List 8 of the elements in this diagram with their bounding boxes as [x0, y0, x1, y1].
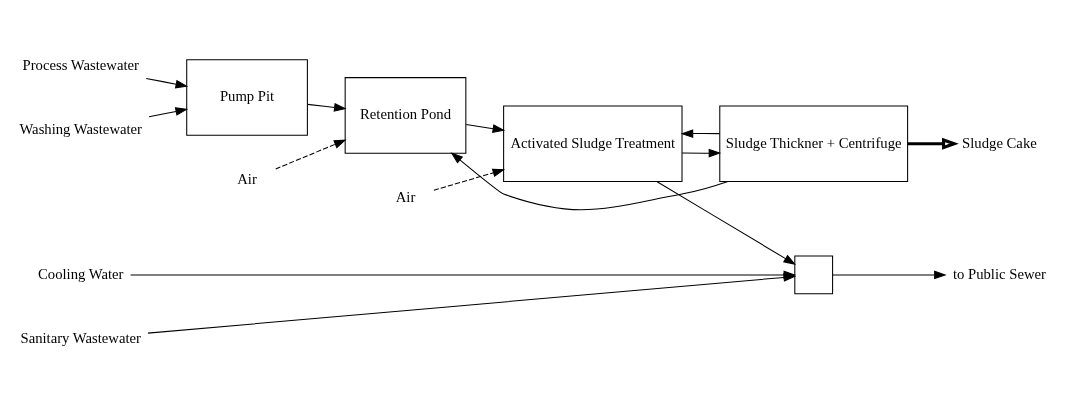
node-text: Air: [395, 189, 416, 206]
node-text: to Public Sewer: [952, 265, 1046, 282]
node-text: Process Wastewater: [22, 56, 139, 73]
node-text: Sanitary Wastewater: [20, 329, 141, 346]
node-text: Air: [237, 171, 257, 188]
node-text: Washing Wastewater: [19, 120, 143, 137]
node-text: Sludge Cake: [962, 134, 1037, 151]
node-text: Cooling Water: [38, 265, 124, 282]
